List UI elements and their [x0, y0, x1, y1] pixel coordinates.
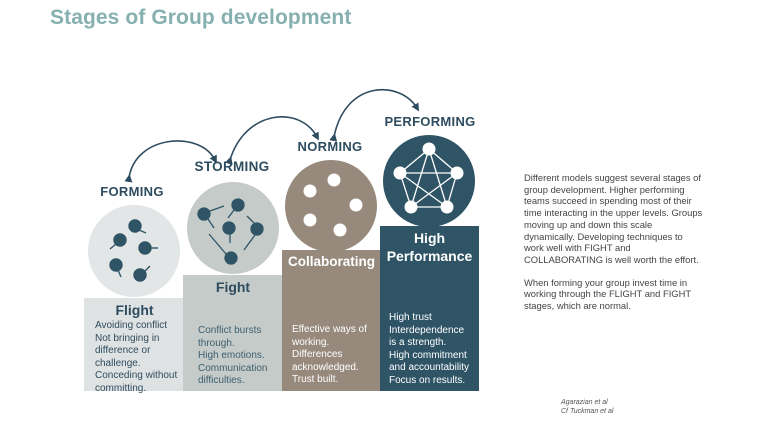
flight-description: Avoiding conflict Not bringing in differ… [95, 320, 178, 394]
stage-block-forming: Flight [84, 298, 185, 391]
citation-line-1: Agarazian et al [561, 399, 608, 406]
high-performance-description: High trust Interdependence is a strength… [389, 312, 470, 386]
explanation-paragraph-2: When forming your group invest time in w… [524, 276, 691, 312]
block-title-fight: Fight [215, 279, 251, 295]
fight-description: Conflict bursts through. High emotions. … [198, 325, 268, 386]
stage-block-performing: High Performance [380, 226, 479, 391]
stage-label-forming: FORMING [100, 184, 164, 199]
citation: Agarazian et al Cf Tuckman et al [561, 398, 613, 416]
stage-label-norming: NORMING [297, 139, 363, 154]
stage-label-performing: PERFORMING [384, 114, 476, 129]
citation-line-2: Cf Tuckman et al [561, 408, 614, 415]
explanation-text: Different models suggest several stages … [524, 172, 704, 323]
stage-label-storming: STORMING [194, 159, 270, 174]
stage-block-storming: Fight [183, 275, 283, 391]
block-title-collaborating: Collaborating [288, 254, 375, 269]
block-title-high: High [413, 230, 446, 246]
collaborating-description: Effective ways of working. Differences a… [292, 324, 367, 385]
stage-block-norming: Collaborating [282, 250, 381, 391]
page-title: Stages of Group development [50, 6, 352, 29]
explanation-paragraph-1: Different models suggest several stages … [524, 172, 703, 265]
block-title-flight: Flight [115, 302, 154, 318]
block-title-performance: Performance [386, 248, 473, 264]
